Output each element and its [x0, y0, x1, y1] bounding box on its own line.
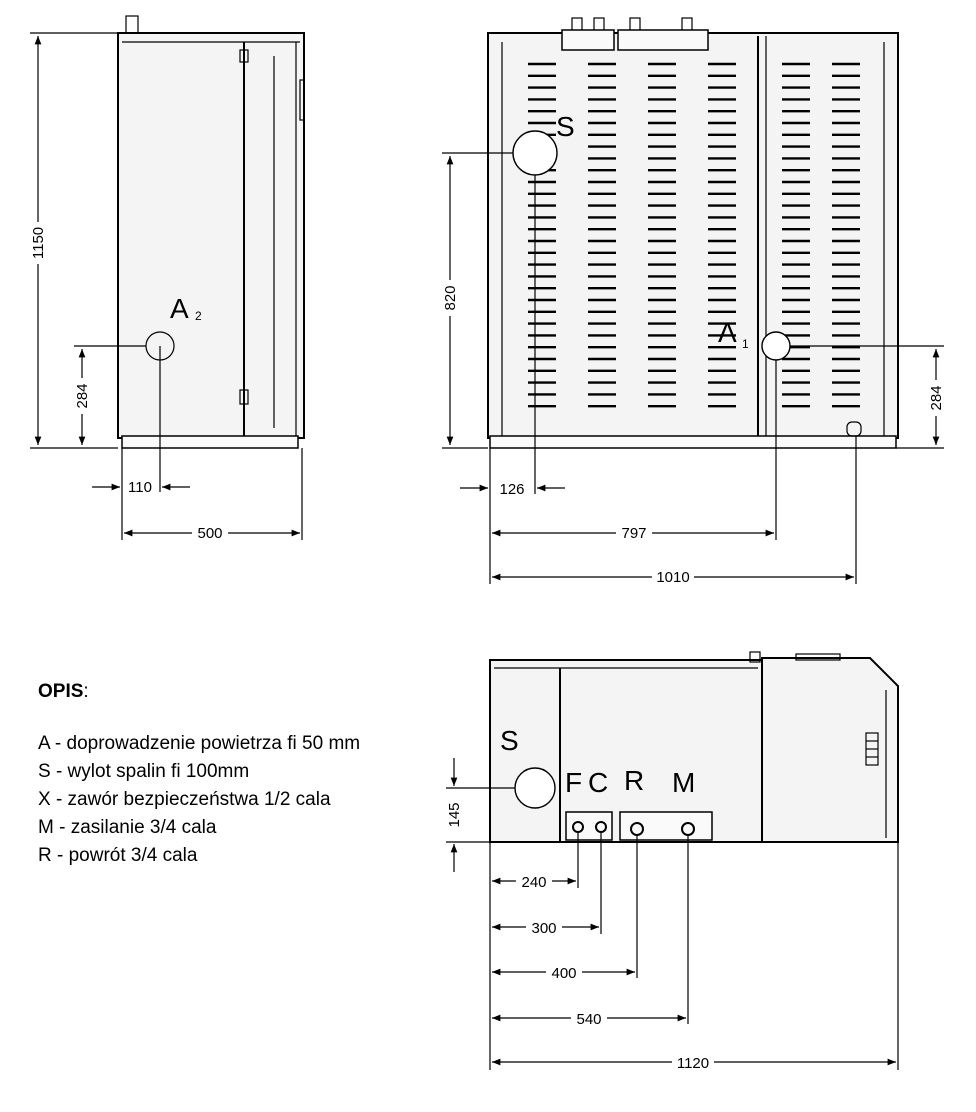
- dim-inlet-offset: 797: [621, 525, 646, 542]
- top-view: S F C R M 145 240 300 400 540 1120: [446, 651, 899, 1072]
- dim-flue-offset: 126: [499, 481, 524, 498]
- side-view: A 2 1150 284 110 500: [28, 15, 305, 542]
- label-s-rear: S: [556, 111, 575, 142]
- dim-flue-height: 820: [442, 285, 459, 310]
- legend-item: M - zasilanie 3/4 cala: [38, 817, 217, 838]
- legend-title: OPIS: [38, 681, 84, 702]
- rear-connector-plate-1: [561, 29, 615, 51]
- conn-plate-rm: [619, 811, 713, 841]
- rear-body: [487, 32, 899, 439]
- rear-connector-plate-2: [617, 29, 709, 51]
- rear-base: [489, 435, 897, 449]
- label-f: F: [565, 767, 582, 798]
- legend-title-colon: :: [83, 681, 89, 702]
- rear-view: S A 1 820 284 126 797 1010: [440, 17, 946, 586]
- legend: OPIS: A - doprowadzenie powietrza fi 50 …: [38, 678, 360, 870]
- legend-item: X - zawór bezpieczeństwa 1/2 cala: [38, 789, 331, 810]
- legend-item: R - powrót 3/4 cala: [38, 845, 198, 866]
- label-a2-sub: 2: [195, 309, 202, 323]
- dim-width-left: 500: [197, 525, 222, 542]
- dim-offset-left: 110: [128, 479, 152, 496]
- label-a1-sub: 1: [742, 337, 749, 351]
- dim-width-rear: 1010: [656, 569, 689, 586]
- top-fitting: [125, 15, 139, 35]
- label-r: R: [624, 765, 644, 796]
- label-a1: A: [718, 317, 737, 348]
- legend-list: A - doprowadzenie powietrza fi 50 mm S -…: [38, 730, 360, 870]
- dim-400: 400: [551, 965, 576, 982]
- side-body: [117, 32, 305, 439]
- dim-inlet-left: 284: [74, 383, 91, 408]
- legend-heading: OPIS:: [38, 678, 360, 706]
- dim-540: 540: [576, 1011, 601, 1028]
- legend-item: A - doprowadzenie powietrza fi 50 mm: [38, 733, 361, 754]
- flue-s-circle: [512, 130, 558, 176]
- label-s-top: S: [500, 725, 519, 756]
- label-a2: A: [170, 293, 189, 324]
- side-base: [121, 435, 299, 449]
- label-m: M: [672, 767, 695, 798]
- dim-1120: 1120: [677, 1055, 709, 1072]
- legend-item: S - wylot spalin fi 100mm: [38, 761, 250, 782]
- drain-fitting: [846, 421, 862, 437]
- inlet-a1-circle: [761, 331, 791, 361]
- vent-slots: [528, 62, 860, 408]
- dim-height-left: 1150: [30, 227, 47, 259]
- dim-300: 300: [531, 920, 556, 937]
- dim-240: 240: [521, 874, 546, 891]
- dim-flue-top: 145: [446, 802, 463, 827]
- top-body-right: [761, 657, 899, 843]
- flue-s-top: [514, 767, 556, 809]
- label-c: C: [588, 767, 608, 798]
- dim-inlet-right: 284: [928, 385, 945, 410]
